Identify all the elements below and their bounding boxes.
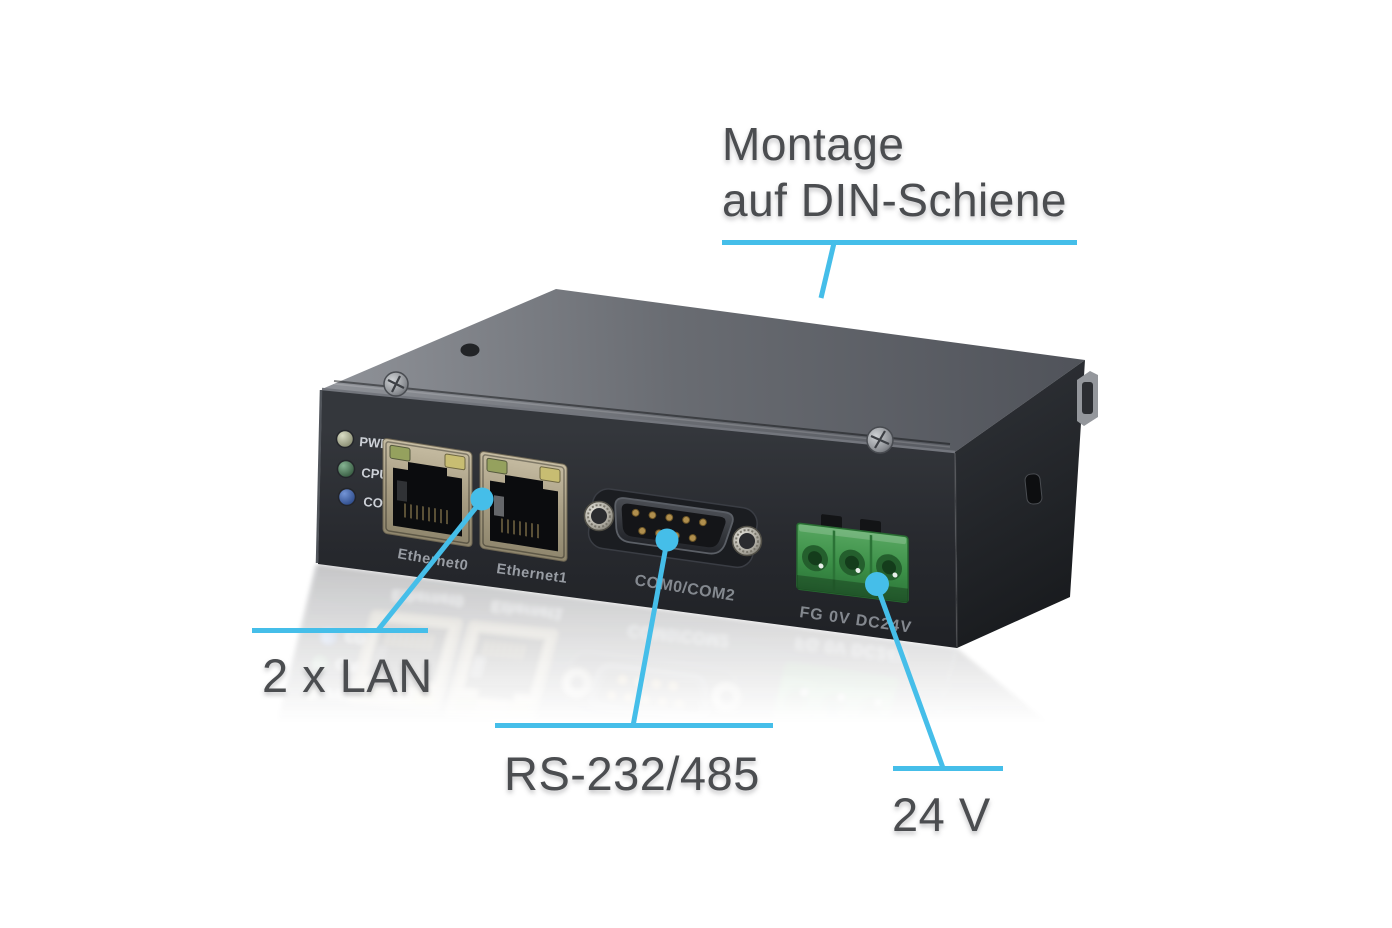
top-screw-right [866, 426, 894, 454]
device-right-face [955, 360, 1085, 648]
callout-lines [252, 240, 1077, 771]
ethernet0-led-right [444, 453, 466, 471]
din-rail-clip [1077, 371, 1098, 426]
power-callout-underline [893, 766, 1003, 771]
top-cover-seam [333, 380, 951, 445]
lan-callout-dot [470, 487, 494, 511]
db9-jack-screw-left [583, 500, 615, 532]
top-screw-left [383, 371, 409, 397]
ethernet1-led-left [486, 457, 508, 475]
din-rail-callout-label: Montage auf DIN-Schiene [722, 116, 1067, 228]
front-right-edge [954, 452, 958, 648]
serial-callout-dot [655, 528, 679, 552]
cpu-led [336, 459, 356, 479]
serial-callout-pointer [630, 540, 670, 727]
com-led [337, 487, 357, 507]
lan-callout-pointer [376, 498, 484, 632]
din-rail-callout-underline [722, 240, 1077, 245]
power-callout-dot [865, 572, 889, 596]
db9-jack-screw-right [731, 525, 763, 557]
ethernet1-led-right [539, 466, 561, 483]
power-callout-pointer [874, 585, 946, 769]
top-vent-hole [460, 343, 480, 357]
front-left-edge [315, 389, 323, 564]
side-port [1024, 473, 1043, 505]
ethernet1-port [479, 451, 568, 562]
top-cover-seam-highlight [333, 383, 951, 448]
pwr-led [335, 429, 355, 449]
ethernet0-led-left [389, 444, 411, 462]
device-top-face [322, 289, 1085, 452]
serial-callout-label: RS-232/485 [504, 747, 760, 800]
cpu-led-label: CPU [361, 465, 390, 482]
lan-callout-label: 2 x LAN [262, 649, 433, 702]
power-callout-label: 24 V [892, 788, 991, 841]
lan-callout-underline [252, 628, 428, 633]
db9-serial-connector [583, 488, 763, 569]
front-top-edge-highlight [321, 387, 956, 454]
ethernet0-port [382, 438, 473, 548]
din-rail-callout-line2: auf DIN-Schiene [722, 174, 1067, 226]
din-rail-callout-pointer [818, 242, 837, 299]
din-rail-callout-line1: Montage [722, 118, 905, 170]
